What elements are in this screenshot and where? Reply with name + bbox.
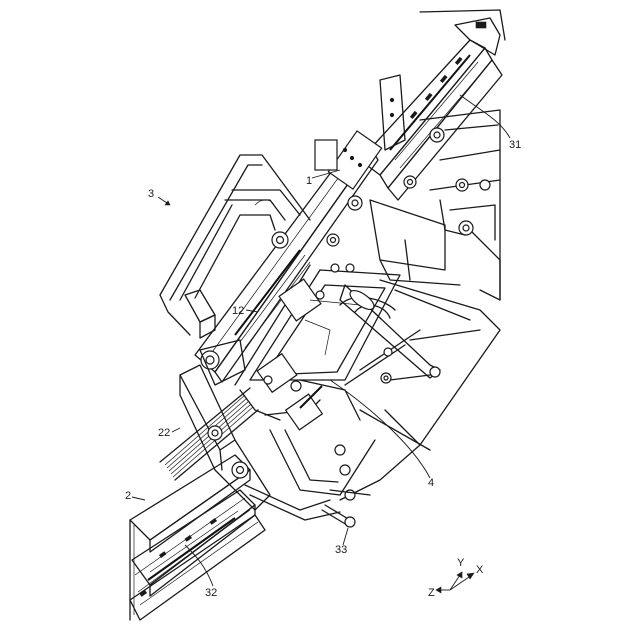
leader-22 [172,428,180,432]
label-1: 1 [306,175,312,187]
label-12: 12 [232,305,244,317]
diagonal-beam-1 [195,75,405,382]
label-31: 31 [509,139,521,151]
upper-rail-slots [410,57,462,118]
reference-labels: 3 31 1 12 22 2 32 33 4 [125,95,521,599]
axis-x-label: X [476,564,484,576]
label-32: 32 [205,587,217,599]
leader-33 [343,528,348,545]
label-22: 22 [158,427,170,439]
axis-z-label: Z [428,587,435,599]
axis-indicator: Z Y X [428,557,484,599]
label-2: 2 [125,490,131,502]
main-frame-3 [160,155,340,520]
linkage-arm [340,285,440,383]
lower-right-block [340,200,500,500]
axis-y-label: Y [457,557,465,569]
label-33: 33 [335,544,347,556]
leader-4 [330,380,430,478]
roller-bearings [200,196,362,478]
central-carriage [235,264,400,495]
pin-33 [322,490,370,527]
label-3: 3 [148,188,154,200]
lower-rail-assembly [130,455,265,620]
right-support-frame [404,110,500,300]
leader-2 [132,497,145,500]
label-4: 4 [428,477,434,489]
